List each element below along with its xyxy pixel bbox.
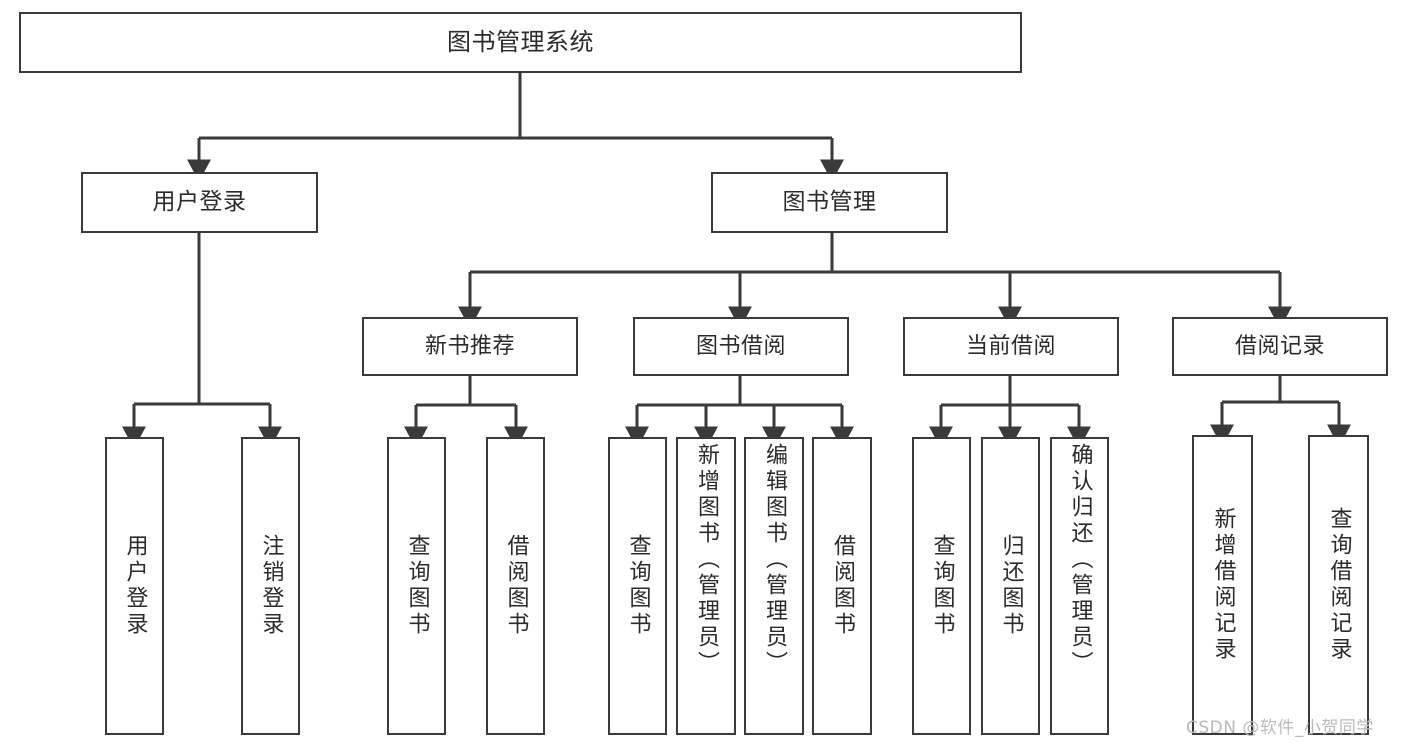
- leaf-book-borrow-edit[interactable]: 编辑图书（管理员）: [744, 437, 804, 735]
- leaf-new-book-query[interactable]: 查询图书: [387, 437, 446, 735]
- node-new-book-recommend[interactable]: 新书推荐: [362, 317, 578, 376]
- leaf-user-login-logout[interactable]: 注销登录: [241, 437, 300, 735]
- node-label: 借阅图书: [503, 534, 529, 638]
- leaf-current-borrow-confirm[interactable]: 确认归还（管理员）: [1050, 437, 1109, 735]
- node-user-login[interactable]: 用户登录: [81, 172, 318, 233]
- leaf-current-borrow-return[interactable]: 归还图书: [981, 437, 1040, 735]
- leaf-borrow-record-add[interactable]: 新增借阅记录: [1192, 435, 1253, 735]
- node-label: 用户登录: [122, 534, 148, 638]
- csdn-watermark: CSDN @软件_小贺同学: [1186, 718, 1374, 738]
- node-label: 借阅图书: [830, 534, 855, 638]
- node-label: 查询图书: [625, 534, 651, 638]
- node-label: 注销登录: [258, 534, 284, 638]
- leaf-current-borrow-query[interactable]: 查询图书: [912, 437, 971, 735]
- leaf-user-login-login[interactable]: 用户登录: [105, 437, 164, 735]
- node-label: 新增图书（管理员）: [694, 443, 719, 677]
- node-label: 查询图书: [404, 534, 430, 638]
- node-label: 新增借阅记录: [1210, 507, 1236, 663]
- node-label: 当前借阅: [965, 333, 1056, 359]
- node-label: 图书借阅: [695, 333, 786, 359]
- node-label: 查询图书: [929, 534, 955, 638]
- leaf-borrow-record-query[interactable]: 查询借阅记录: [1308, 435, 1369, 735]
- leaf-new-book-borrow[interactable]: 借阅图书: [486, 437, 545, 735]
- node-label: 查询借阅记录: [1326, 507, 1352, 663]
- node-label: 图书管理: [782, 188, 877, 215]
- node-label: 用户登录: [152, 188, 247, 215]
- node-label: 新书推荐: [424, 333, 515, 359]
- node-label: 确认归还（管理员）: [1067, 443, 1093, 677]
- leaf-book-borrow-borrow[interactable]: 借阅图书: [812, 437, 872, 735]
- leaf-book-borrow-add[interactable]: 新增图书（管理员）: [676, 437, 736, 735]
- node-label: 归还图书: [998, 534, 1024, 638]
- node-book-borrow[interactable]: 图书借阅: [633, 317, 849, 376]
- node-borrow-record[interactable]: 借阅记录: [1172, 317, 1388, 376]
- node-root-system[interactable]: 图书管理系统: [19, 12, 1022, 73]
- node-label: 借阅记录: [1234, 333, 1325, 359]
- node-current-borrow[interactable]: 当前借阅: [903, 317, 1119, 376]
- node-label: 编辑图书（管理员）: [762, 443, 787, 677]
- node-book-manage[interactable]: 图书管理: [711, 172, 948, 233]
- node-label: 图书管理系统: [447, 28, 594, 57]
- leaf-book-borrow-query[interactable]: 查询图书: [608, 437, 667, 735]
